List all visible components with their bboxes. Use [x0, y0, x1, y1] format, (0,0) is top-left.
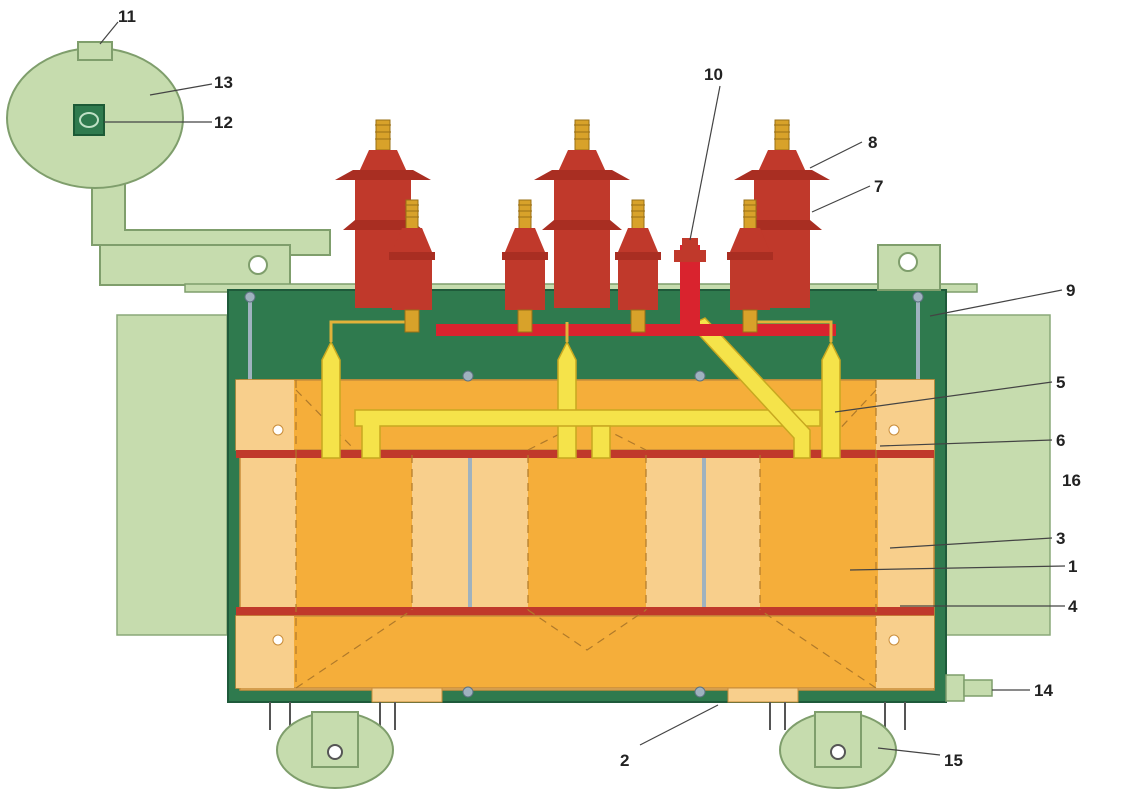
base-support-right: [727, 687, 799, 703]
yoke-bolt: [272, 424, 284, 436]
callout-9: 9: [1066, 281, 1075, 300]
hv-leads: [321, 317, 841, 459]
cover-bolts: [244, 291, 924, 698]
callout-16: 16: [1062, 471, 1081, 490]
drain-valve: [945, 674, 993, 702]
winding-core-gap-2: [646, 455, 704, 610]
oil-gauge-window: [79, 112, 99, 128]
vent-pipe: [674, 238, 706, 325]
callout-15: 15: [944, 751, 963, 770]
core-lamination-outline: [295, 380, 877, 689]
yoke-bolt: [888, 634, 900, 646]
hv-bushing-2: [533, 119, 631, 309]
yoke-end-right-bottom: [876, 616, 934, 688]
base-support-left: [371, 687, 443, 703]
yoke-bolt: [272, 634, 284, 646]
callout-2: 2: [620, 751, 629, 770]
yoke-end-left-bottom: [236, 616, 294, 688]
bushing-wires: [329, 320, 833, 342]
callout-10: 10: [704, 65, 723, 84]
oil-gauge: [73, 104, 105, 136]
leader-lines: [99, 21, 1066, 756]
winding-2: [528, 455, 646, 610]
callout-14: 14: [1034, 681, 1053, 700]
bracket-hole: [248, 255, 268, 275]
winding-core-gap-1: [412, 455, 470, 610]
callout-4: 4: [1068, 597, 1078, 616]
wheel-left: [276, 711, 394, 789]
yoke-end-right-top: [876, 380, 934, 450]
radiator-right: [945, 314, 1051, 636]
lower-clamp: [236, 607, 934, 616]
callout-5: 5: [1056, 373, 1065, 392]
winding-1: [296, 455, 412, 610]
radiator-left: [116, 314, 228, 636]
callout-12: 12: [214, 113, 233, 132]
wheel-right: [779, 711, 897, 789]
callout-6: 6: [1056, 431, 1065, 450]
callout-7: 7: [874, 177, 883, 196]
filler-cap: [77, 41, 113, 61]
yoke-bolt: [888, 424, 900, 436]
callout-13: 13: [214, 73, 233, 92]
callout-1: 1: [1068, 557, 1077, 576]
winding-3: [760, 455, 878, 610]
callout-3: 3: [1056, 529, 1065, 548]
callout-8: 8: [868, 133, 877, 152]
callout-11: 11: [118, 7, 136, 26]
lug-hole: [898, 252, 918, 272]
upper-clamp: [236, 450, 934, 458]
yoke-end-left-top: [236, 380, 294, 450]
lower-yoke: [235, 615, 935, 689]
